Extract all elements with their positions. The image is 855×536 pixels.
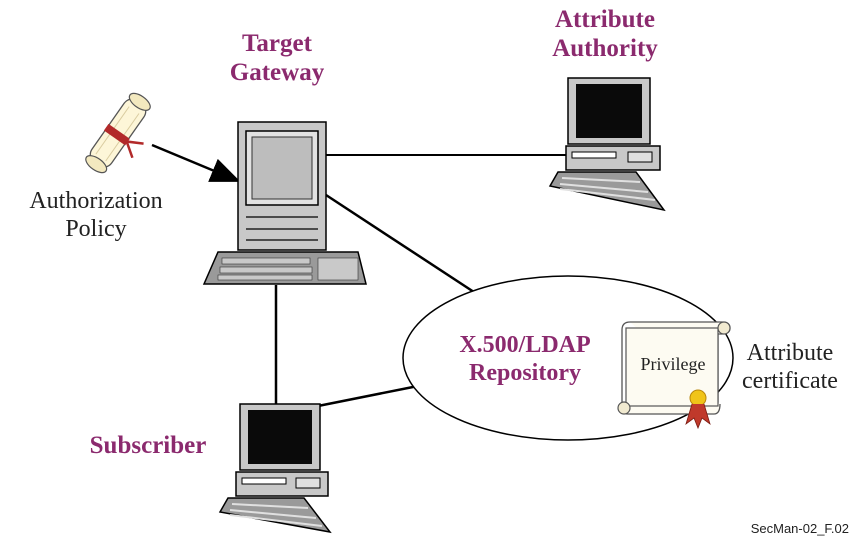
attribute-authority-label-line1: Attribute [555, 6, 655, 33]
certificate-privilege-text: Privilege [640, 354, 706, 374]
attribute-authority-label-line2: Authority [552, 34, 658, 62]
subscriber-computer-icon [218, 403, 332, 534]
target-gateway-label-line1: Target [242, 30, 312, 57]
authorization-policy-label-line1: Authorization [29, 188, 163, 214]
attribute-authority-label: Attribute Authority [530, 6, 680, 64]
gateway-computer-icon [202, 121, 367, 285]
repository-label-line2: Repository [469, 359, 581, 386]
target-gateway-label: Target Gateway [214, 30, 340, 88]
authorization-policy-label-line2: Policy [65, 215, 127, 242]
policy-scroll-icon [85, 92, 151, 174]
authority-computer-icon [548, 77, 666, 212]
authorization-policy-label: Authorization Policy [6, 188, 186, 243]
attribute-certificate-label-line2: certificate [742, 367, 838, 394]
certificate-scroll-icon [617, 321, 731, 430]
policy-arrow [151, 143, 241, 182]
link-subscriber-repository [317, 384, 419, 408]
attribute-certificate-label-line1: Attribute [746, 340, 834, 366]
repository-label-line1: X.500/LDAP [459, 332, 591, 358]
figure-id-footer: SecMan-02_F.02 [750, 521, 849, 536]
link-gateway-repository [325, 193, 481, 298]
target-gateway-label-line2: Gateway [229, 58, 325, 86]
subscriber-label: Subscriber [89, 432, 207, 459]
repository-label: X.500/LDAP Repository [430, 332, 620, 387]
attribute-certificate-label: Attribute certificate [728, 340, 852, 395]
